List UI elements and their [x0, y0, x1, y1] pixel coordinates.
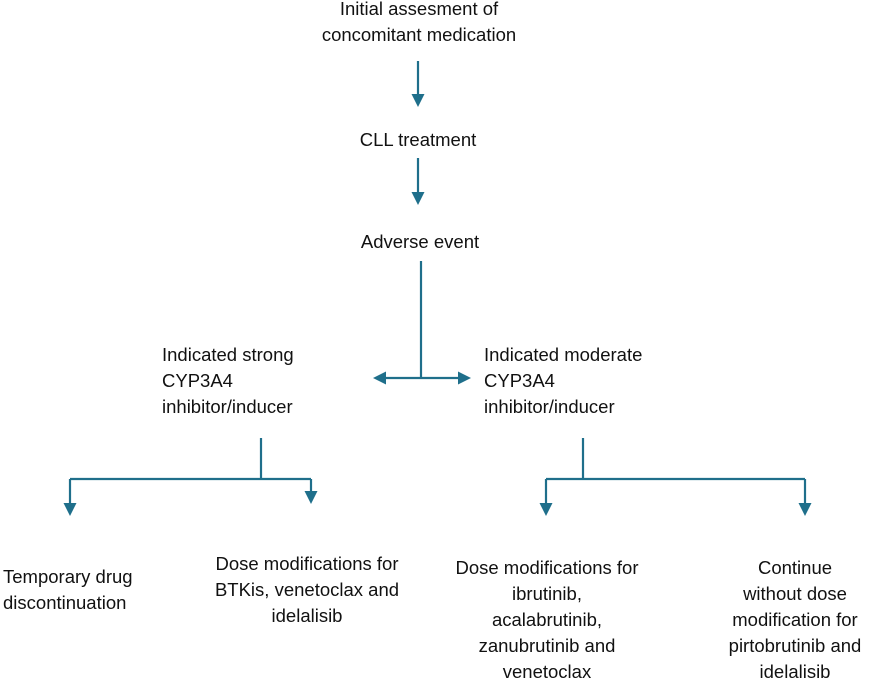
node-text-line: Adverse event — [360, 231, 480, 252]
arrowhead-continue — [798, 503, 812, 516]
arrowhead-cll — [411, 94, 425, 107]
node-text-line: CYP3A4 — [162, 370, 233, 391]
node-text-line: BTKis, venetoclax and — [214, 579, 400, 600]
arrowhead-temporary — [63, 503, 77, 516]
node-text-line: ibrutinib, — [512, 583, 582, 604]
node-text-line: Dose modifications for — [455, 557, 639, 578]
arrowhead-moderate — [458, 371, 471, 385]
connector-moderate-branches — [544, 438, 807, 504]
node-text-line: without dose — [743, 583, 847, 604]
node-dose-mod-ibrutinib: Dose modifications for ibrutinib, acalabru… — [437, 555, 657, 685]
arrowhead-strong — [373, 371, 386, 385]
arrowhead-adverse — [411, 192, 425, 205]
node-text-line: CLL treatment — [359, 129, 477, 150]
node-text-line: Indicated strong — [162, 344, 294, 365]
arrowhead-dose-btkis — [304, 491, 318, 504]
node-text-line: concomitant medication — [321, 24, 517, 45]
connector-strong-branches — [68, 438, 313, 504]
node-text-line: Initial assesment of — [339, 0, 499, 19]
node-text-line: inhibitor/inducer — [162, 396, 293, 417]
node-text-line: inhibitor/inducer — [484, 396, 615, 417]
node-text-line: modification for — [732, 609, 858, 630]
node-text-line: acalabrutinib, — [491, 609, 603, 630]
node-text-line: Temporary drug — [3, 566, 133, 587]
node-adverse-event: Adverse event — [320, 229, 520, 255]
node-text-line: idelalisib — [759, 661, 831, 682]
node-text-line: Continue — [757, 557, 833, 578]
node-cll-treatment: CLL treatment — [318, 127, 518, 153]
node-initial-assessment: Initial assesment of concomitant medicati… — [300, 0, 538, 48]
node-temporary-discontinuation: Temporary drug discontinuation — [3, 564, 173, 616]
node-text-line: Dose modifications for — [215, 553, 399, 574]
node-text-line: Indicated moderate — [484, 344, 643, 365]
node-text-line: idelalisib — [271, 605, 343, 626]
node-text-line: pirtobrutinib and — [728, 635, 862, 656]
node-text-line: CYP3A4 — [484, 370, 555, 391]
node-text-line: venetoclax — [502, 661, 592, 682]
arrowhead-dose-ibrutinib — [539, 503, 553, 516]
node-text-line: discontinuation — [3, 592, 127, 613]
node-continue-without-modification: Continue without dose modification for pirt… — [715, 555, 875, 685]
node-text-line: zanubrutinib and — [478, 635, 616, 656]
